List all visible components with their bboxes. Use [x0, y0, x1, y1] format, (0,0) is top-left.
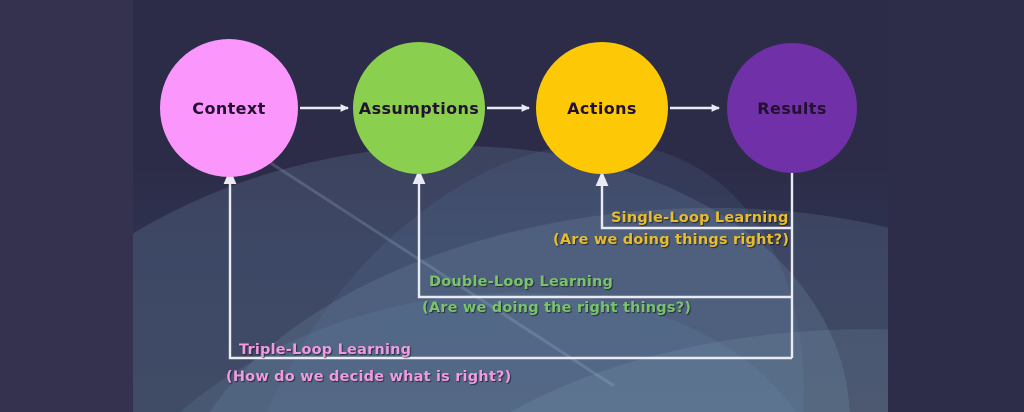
node-actions[interactable]: Actions [536, 42, 668, 174]
feedback-path-single-loop [600, 182, 792, 230]
node-assumptions-label: Assumptions [358, 98, 480, 118]
single-loop-title: Single-Loop Learning [611, 210, 789, 226]
double-loop-question: (Are we doing the right things?) [422, 300, 692, 316]
node-context[interactable]: Context [160, 39, 298, 177]
node-actions-label: Actions [567, 98, 637, 118]
triple-loop-title: Triple-Loop Learning [239, 342, 412, 358]
node-results-label: Results [757, 98, 827, 118]
triple-loop-question: (How do we decide what is right?) [226, 369, 512, 385]
feedback-path-double-loop [417, 180, 792, 299]
background-left-band [0, 0, 133, 412]
double-loop-title: Double-Loop Learning [429, 274, 614, 290]
node-results[interactable]: Results [727, 43, 857, 173]
arrowhead-into-actions [595, 171, 609, 186]
arrowhead-into-assumptions [412, 169, 426, 184]
node-assumptions[interactable]: Assumptions [353, 42, 485, 174]
background-right-band [888, 0, 1024, 412]
node-context-label: Context [192, 98, 266, 118]
feedback-path-triple-loop [228, 180, 792, 360]
single-loop-question: (Are we doing things right?) [553, 232, 790, 248]
